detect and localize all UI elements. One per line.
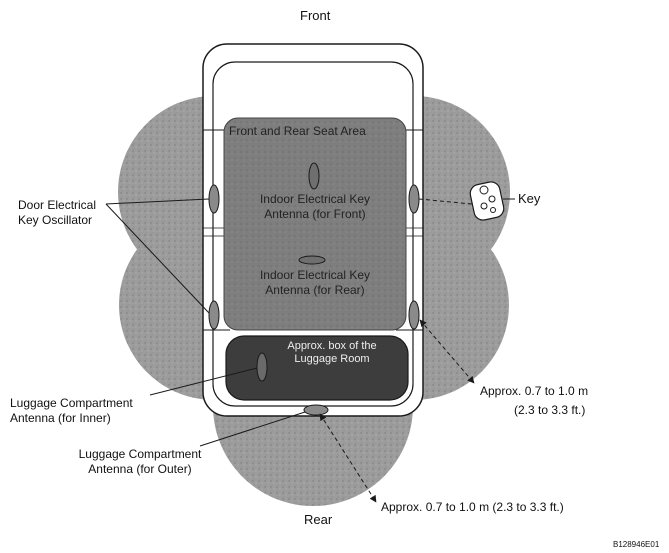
antennas (208, 162, 420, 416)
range-arrow-rear (319, 413, 377, 503)
zone-rear-outer (213, 406, 413, 506)
leader-door-osc-2 (105, 203, 210, 314)
label-key: Key (518, 191, 541, 206)
label-luggage-antenna-outer: Luggage Compartment Antenna (for Outer) (70, 447, 210, 477)
leader-lines (105, 198, 515, 503)
label-luggage-outer-line1: Luggage Compartment (78, 447, 202, 461)
label-indoor-front-line1: Indoor Electrical Key (259, 192, 371, 206)
figure-id: B128946E01 (613, 540, 660, 549)
label-rear: Rear (304, 512, 333, 527)
key-fob-icon (469, 181, 505, 221)
label-luggage-room-line1: Approx. box of the (287, 340, 377, 352)
luggage-antenna-outer (303, 404, 329, 416)
label-indoor-front: Indoor Electrical Key Antenna (for Front… (250, 192, 380, 222)
label-range-rear: Approx. 0.7 to 1.0 m (2.3 to 3.3 ft.) (381, 500, 564, 514)
label-door-oscillator-line1: Door Electrical (18, 198, 97, 212)
label-front-rear-seat-area: Front and Rear Seat Area (229, 124, 366, 138)
leader-lug-outer (199, 411, 306, 447)
leader-lug-inner (149, 367, 258, 396)
label-door-oscillator: Door Electrical Key Oscillator (18, 198, 96, 228)
label-luggage-antenna-inner: Luggage Compartment Antenna (for Inner) (10, 396, 133, 426)
label-indoor-front-line2: Antenna (for Front) (264, 207, 366, 221)
label-indoor-rear: Indoor Electrical Key Antenna (for Rear) (250, 268, 380, 298)
indoor-antenna-front (308, 162, 320, 190)
indoor-antenna-rear (298, 255, 326, 265)
label-luggage-room: Approx. box of the Luggage Room (272, 340, 392, 366)
label-range-side-line1: Approx. 0.7 to 1.0 m (480, 384, 589, 398)
door-oscillator-rear-left (208, 300, 220, 330)
label-door-oscillator-line2: Key Oscillator (18, 213, 93, 227)
luggage-antenna-inner (256, 352, 268, 382)
label-luggage-room-line2: Luggage Room (294, 353, 370, 365)
door-oscillator-front-left (208, 184, 220, 214)
door-oscillator-front-right (408, 184, 420, 214)
label-luggage-inner-line1: Luggage Compartment (10, 396, 133, 410)
zone-rear-left (119, 210, 214, 400)
label-range-side-line2: (2.3 to 3.3 ft.) (514, 403, 586, 417)
leader-key-dashed (418, 198, 473, 205)
label-luggage-inner-line2: Antenna (for Inner) (10, 411, 111, 425)
label-range-side: Approx. 0.7 to 1.0 m (2.3 to 3.3 ft.) (480, 384, 588, 418)
label-indoor-rear-line1: Indoor Electrical Key (259, 268, 371, 282)
label-luggage-outer-line2: Antenna (for Outer) (88, 462, 192, 476)
leader-door-osc-1 (105, 198, 210, 205)
door-oscillator-rear-right (408, 300, 420, 330)
luggage-room-area (225, 335, 409, 401)
cabin-seat-area (223, 117, 407, 331)
label-front: Front (300, 8, 331, 23)
label-indoor-rear-line2: Antenna (for Rear) (265, 283, 365, 297)
